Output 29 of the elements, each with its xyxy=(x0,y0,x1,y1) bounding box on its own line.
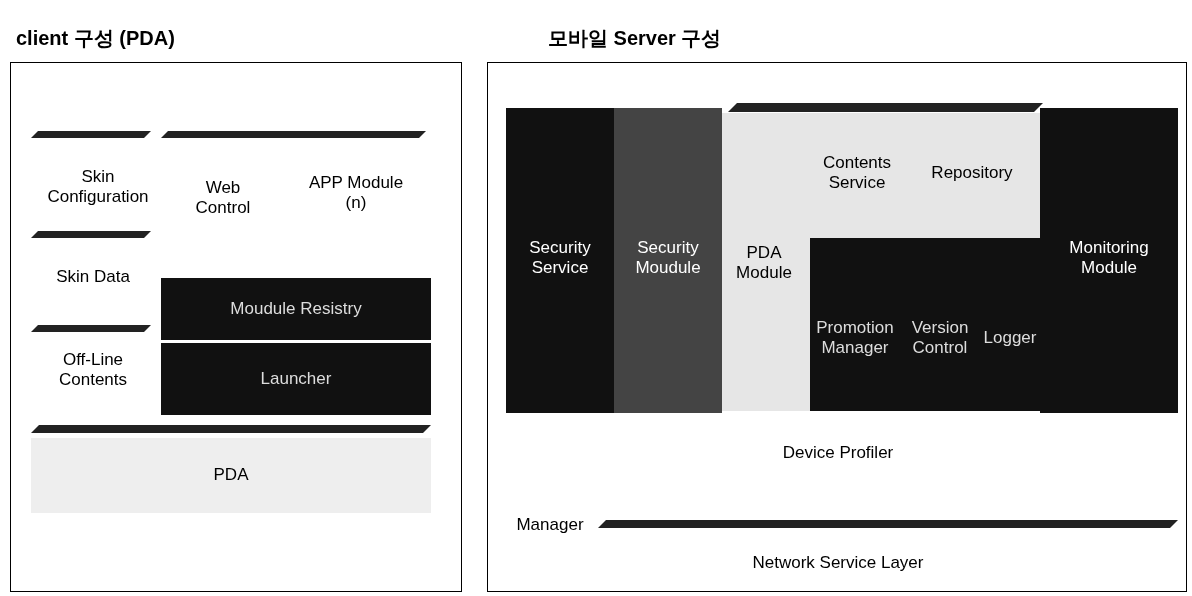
layer-label: Skin Data xyxy=(55,267,131,287)
module-area xyxy=(722,113,1040,411)
layer-label: Monitoring Module xyxy=(1068,238,1150,278)
layer-label: Skin Configuration xyxy=(46,167,150,207)
service-block xyxy=(506,108,614,413)
layer-label: APP Module (n) xyxy=(307,173,405,213)
layer-label: Repository xyxy=(930,163,1014,183)
layer-label: Web Control xyxy=(194,178,252,218)
layer-label: Device Profiler xyxy=(781,443,895,463)
layer-label: PDA xyxy=(212,465,250,485)
layer-label: Moudule Resistry xyxy=(229,299,363,319)
launcher-block xyxy=(161,343,431,415)
layer-label: Version Control xyxy=(910,318,970,358)
panel-heading: client 구성 (PDA) xyxy=(16,26,175,51)
layer-label: Off-Line Contents xyxy=(57,350,128,390)
layer-label: Contents Service xyxy=(821,153,892,193)
layer-label: Manager xyxy=(516,515,584,535)
layer-label: Network Service Layer xyxy=(751,553,925,573)
layer-label: PDA Module xyxy=(735,243,793,283)
module-block xyxy=(614,108,722,413)
panel-heading: 모바일 Server 구성 xyxy=(548,26,722,51)
registry-block xyxy=(161,278,431,340)
layer-label: Promotion Manager xyxy=(815,318,895,358)
layer-label: Security Moudule xyxy=(634,238,702,278)
monitoring-block xyxy=(1040,108,1178,413)
layer-label: Launcher xyxy=(259,369,333,389)
layer-label: Logger xyxy=(982,328,1038,348)
manager-block xyxy=(810,238,1040,411)
layer-label: Security Service xyxy=(528,238,592,278)
